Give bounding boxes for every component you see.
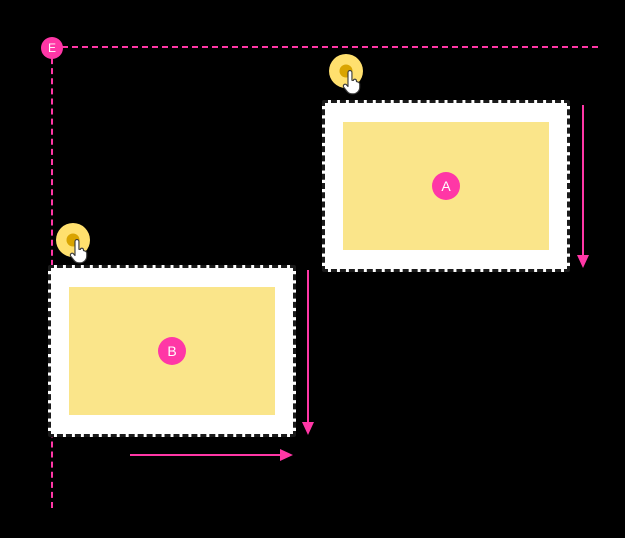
arrow-down-a-icon (577, 105, 589, 268)
touch-point-b[interactable] (56, 223, 90, 264)
arrow-right-b-icon (130, 449, 293, 461)
origin-marker-e: E (41, 37, 63, 59)
horizontal-guide-line (52, 46, 598, 48)
box-a-label-badge: A (432, 172, 460, 200)
box-a[interactable]: A (322, 100, 570, 272)
hand-cursor-icon (342, 70, 361, 95)
box-b[interactable]: B (48, 265, 296, 437)
box-b-label-badge: B (158, 337, 186, 365)
arrow-down-b-icon (302, 270, 314, 435)
touch-point-a[interactable] (329, 54, 363, 95)
hand-cursor-icon (69, 239, 88, 264)
